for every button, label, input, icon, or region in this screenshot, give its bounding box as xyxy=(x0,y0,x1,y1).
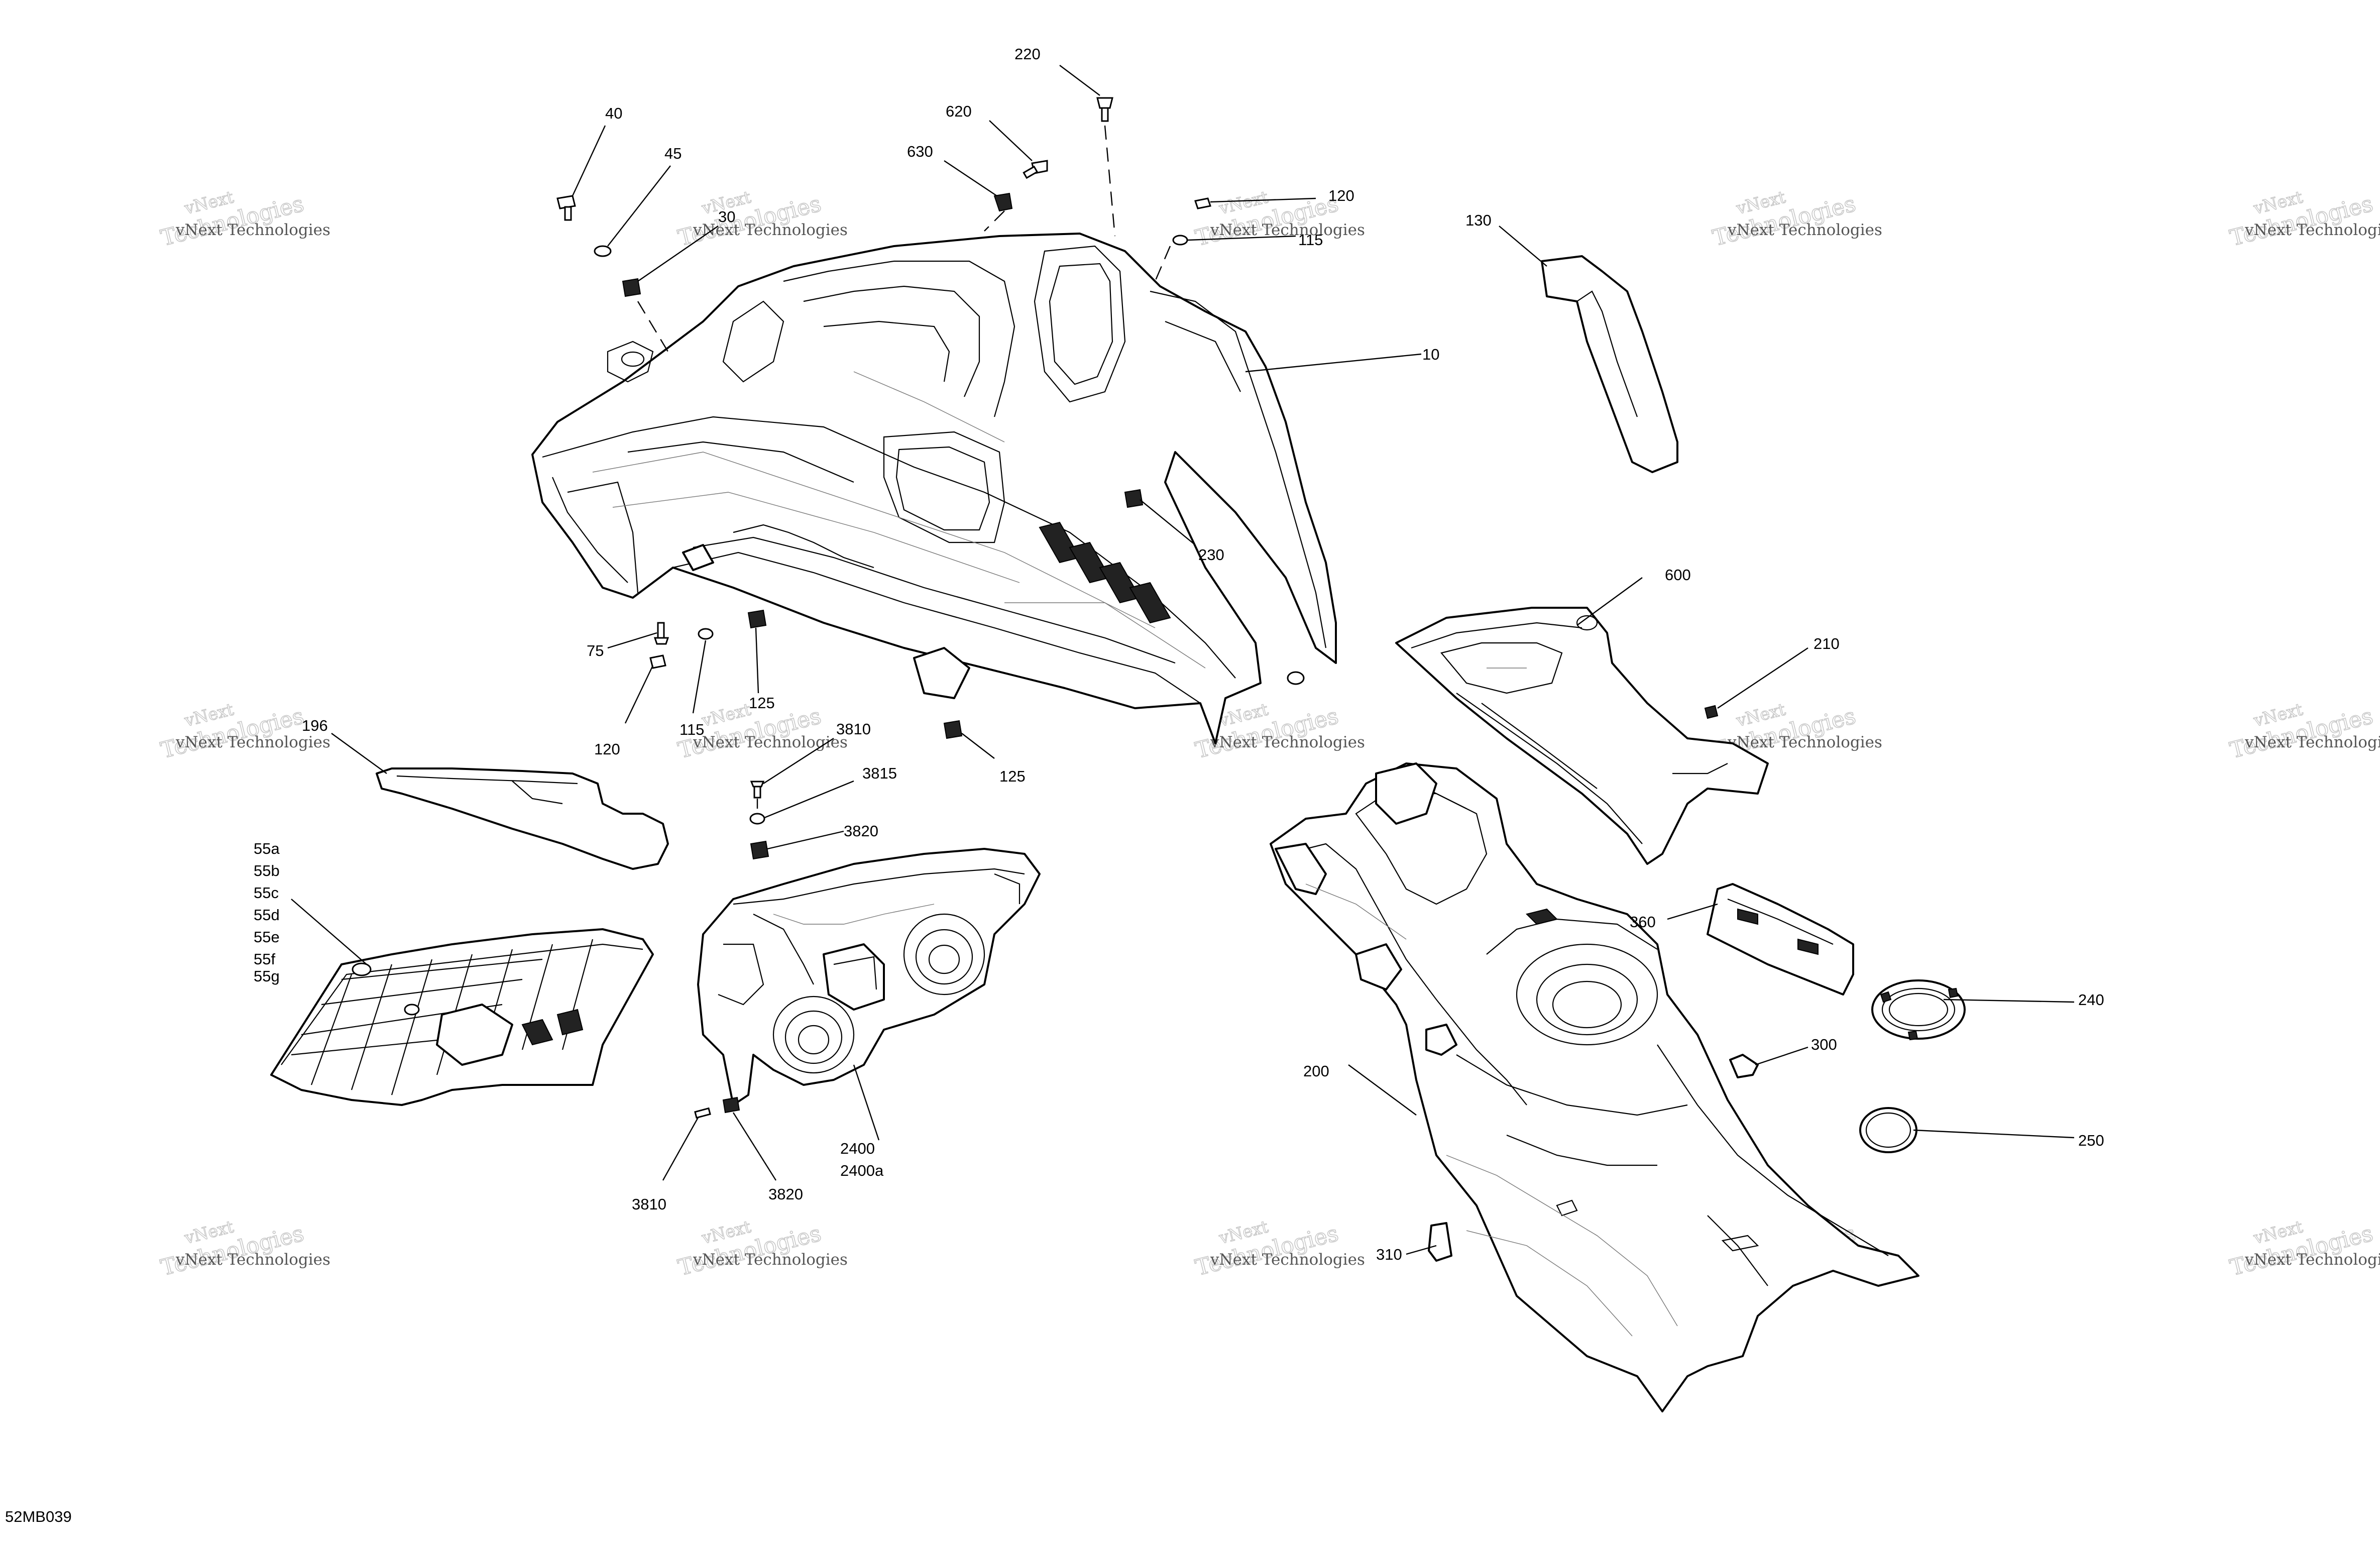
callout-45: 45 xyxy=(664,145,682,162)
watermark: vNext Technologies vNext Technologies xyxy=(158,1217,330,1281)
leader-lines xyxy=(291,65,2075,1255)
watermark: vNext Technologies vNext Technologies xyxy=(2227,187,2380,252)
callout-600: 600 xyxy=(1665,566,1691,584)
callout-220: 220 xyxy=(1014,45,1041,63)
callout-55a: 55a xyxy=(254,840,280,857)
callout-250: 250 xyxy=(2078,1132,2104,1149)
svg-text:vNext Technologies: vNext Technologies xyxy=(693,1251,848,1269)
callout-130: 130 xyxy=(1465,211,1492,229)
callout-310: 310 xyxy=(1376,1246,1402,1263)
callout-3820-upper: 3820 xyxy=(844,822,878,840)
callout-55g: 55g xyxy=(254,967,280,985)
part-200-body xyxy=(1270,762,1919,1412)
svg-text:vNext Technologies: vNext Technologies xyxy=(2244,1251,2380,1269)
watermark: vNext Technologies vNext Technologies xyxy=(158,699,330,764)
callout-2400a: 2400a xyxy=(840,1162,884,1179)
part-55-grille xyxy=(270,928,654,1106)
callout-40: 40 xyxy=(605,104,622,122)
svg-text:vNext Technologies: vNext Technologies xyxy=(1727,733,1882,751)
callout-55b: 55b xyxy=(254,862,280,879)
callout-230: 230 xyxy=(1198,546,1224,564)
callout-620: 620 xyxy=(946,102,972,120)
part-10-hood xyxy=(531,233,1337,744)
watermark: vNext Technologies vNext Technologies xyxy=(1710,187,1882,252)
svg-text:vNext Technologies: vNext Technologies xyxy=(2244,221,2380,239)
callout-10: 10 xyxy=(1422,346,1439,363)
part-600-cover xyxy=(1395,607,1769,865)
callout-55d: 55d xyxy=(254,906,280,924)
callout-125-left: 125 xyxy=(749,694,775,712)
svg-text:vNext Technologies: vNext Technologies xyxy=(693,733,848,751)
part-130-trim xyxy=(1541,255,1678,473)
callout-360: 360 xyxy=(1630,913,1656,931)
callout-120-lower: 120 xyxy=(594,740,620,758)
callout-3820-lower: 3820 xyxy=(768,1185,803,1203)
svg-text:vNext Technologies: vNext Technologies xyxy=(175,1251,330,1269)
svg-text:vNext Technologies: vNext Technologies xyxy=(2244,733,2380,751)
callout-3815: 3815 xyxy=(862,764,897,782)
callout-labels: 220 620 630 40 45 30 120 115 10 130 230 … xyxy=(5,45,2104,1525)
callout-240: 240 xyxy=(2078,991,2104,1009)
callout-120-upper: 120 xyxy=(1328,187,1354,204)
callout-210: 210 xyxy=(1814,635,1840,652)
watermark: vNext Technologies vNext Technologies xyxy=(2227,699,2380,764)
hardware xyxy=(556,97,1759,1262)
callout-55e: 55e xyxy=(254,928,280,946)
svg-text:vNext Technologies: vNext Technologies xyxy=(693,221,848,239)
part-240-ring xyxy=(1871,979,1966,1041)
part-2400-headlight xyxy=(697,848,1041,1106)
watermark: vNext Technologies vNext Technologies xyxy=(158,187,330,252)
watermark: vNext Technologies vNext Technologies xyxy=(675,1217,848,1281)
drawing-id: 52MB039 xyxy=(5,1508,72,1525)
part-250-oring xyxy=(1859,1107,1917,1153)
callout-196: 196 xyxy=(302,717,328,734)
watermark: vNext Technologies vNext Technologies xyxy=(1192,187,1365,252)
svg-text:vNext Technologies: vNext Technologies xyxy=(175,221,330,239)
part-360-bracket xyxy=(1707,883,1854,996)
callout-30: 30 xyxy=(718,208,735,226)
svg-text:vNext Technologies: vNext Technologies xyxy=(175,733,330,751)
svg-text:vNext Technologies: vNext Technologies xyxy=(1210,733,1365,751)
watermark: vNext Technologies vNext Technologies xyxy=(1192,1217,1365,1281)
callout-55c: 55c xyxy=(254,884,279,902)
callout-300: 300 xyxy=(1811,1036,1837,1053)
callout-3810-upper: 3810 xyxy=(836,720,871,738)
part-196-panel xyxy=(376,767,669,870)
watermarks: vNext Technologies vNext Technologies vN… xyxy=(158,187,2380,1281)
svg-text:vNext Technologies: vNext Technologies xyxy=(1727,221,1882,239)
callout-115-lower: 115 xyxy=(679,721,704,738)
callout-630: 630 xyxy=(907,143,933,160)
callout-115-upper: 115 xyxy=(1298,231,1323,249)
svg-text:vNext Technologies: vNext Technologies xyxy=(1210,1251,1365,1269)
callout-2400: 2400 xyxy=(840,1140,875,1157)
callout-75: 75 xyxy=(587,642,604,659)
callout-200: 200 xyxy=(1303,1062,1329,1080)
callout-125-right: 125 xyxy=(999,767,1026,785)
watermark: vNext Technologies vNext Technologies xyxy=(2227,1217,2380,1281)
callout-3810-lower: 3810 xyxy=(632,1195,666,1213)
callout-55f: 55f xyxy=(254,950,275,968)
